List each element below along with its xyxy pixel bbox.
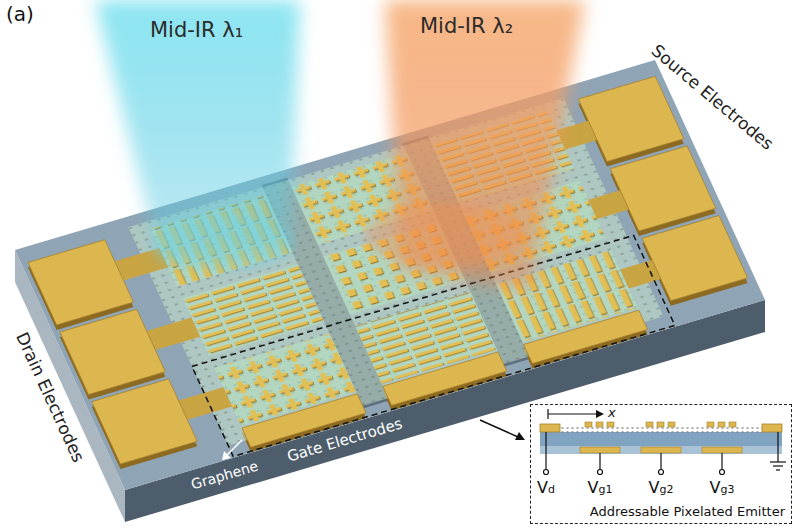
inset-title: Addressable Pixelated Emitter: [590, 504, 785, 520]
voltage-label: Vg2: [649, 478, 674, 497]
gate-strip: [383, 352, 507, 405]
drain-contact: [540, 424, 560, 432]
source-contact: [762, 424, 782, 432]
axis-line: [548, 413, 597, 414]
mid-ir-beams: [95, 0, 585, 290]
graphene-layer: [560, 428, 762, 433]
bias-wires: [546, 432, 786, 470]
panel-letter: (a): [6, 2, 34, 26]
drain-pad: [92, 379, 197, 464]
graphene-leader: [226, 440, 242, 456]
inset-ground: [530, 404, 792, 524]
substrate-layer: [540, 432, 782, 446]
arrow-head: [515, 432, 525, 440]
gate-bars: [580, 447, 742, 453]
gate-strip: [524, 310, 648, 363]
source-pad: [642, 216, 747, 301]
voltage-label: Vd: [537, 478, 555, 497]
arrow-head: [596, 410, 604, 418]
inset-leader: [480, 420, 518, 437]
voltage-label: Vg1: [588, 478, 613, 497]
axis-label: x: [608, 405, 616, 421]
source-pad: [578, 76, 683, 161]
inset-panel: Addressable Pixelated Emitter: [530, 404, 792, 524]
beam-label: Mid-IR λ₁: [150, 18, 243, 43]
inset-cross-section: [530, 404, 792, 524]
cyan-glow: [153, 215, 293, 271]
source-pad: [610, 146, 715, 231]
terminal-dots: [544, 470, 725, 475]
arrow-head: [222, 451, 231, 460]
dielectric-layer: [540, 446, 782, 454]
metasurface-elements: [585, 422, 736, 427]
drain-pad: [60, 309, 165, 394]
drain-pad: [28, 240, 133, 325]
voltage-label: Vg3: [710, 478, 735, 497]
orange-glow: [365, 203, 525, 267]
beam-label: Mid-IR λ₂: [420, 14, 513, 39]
